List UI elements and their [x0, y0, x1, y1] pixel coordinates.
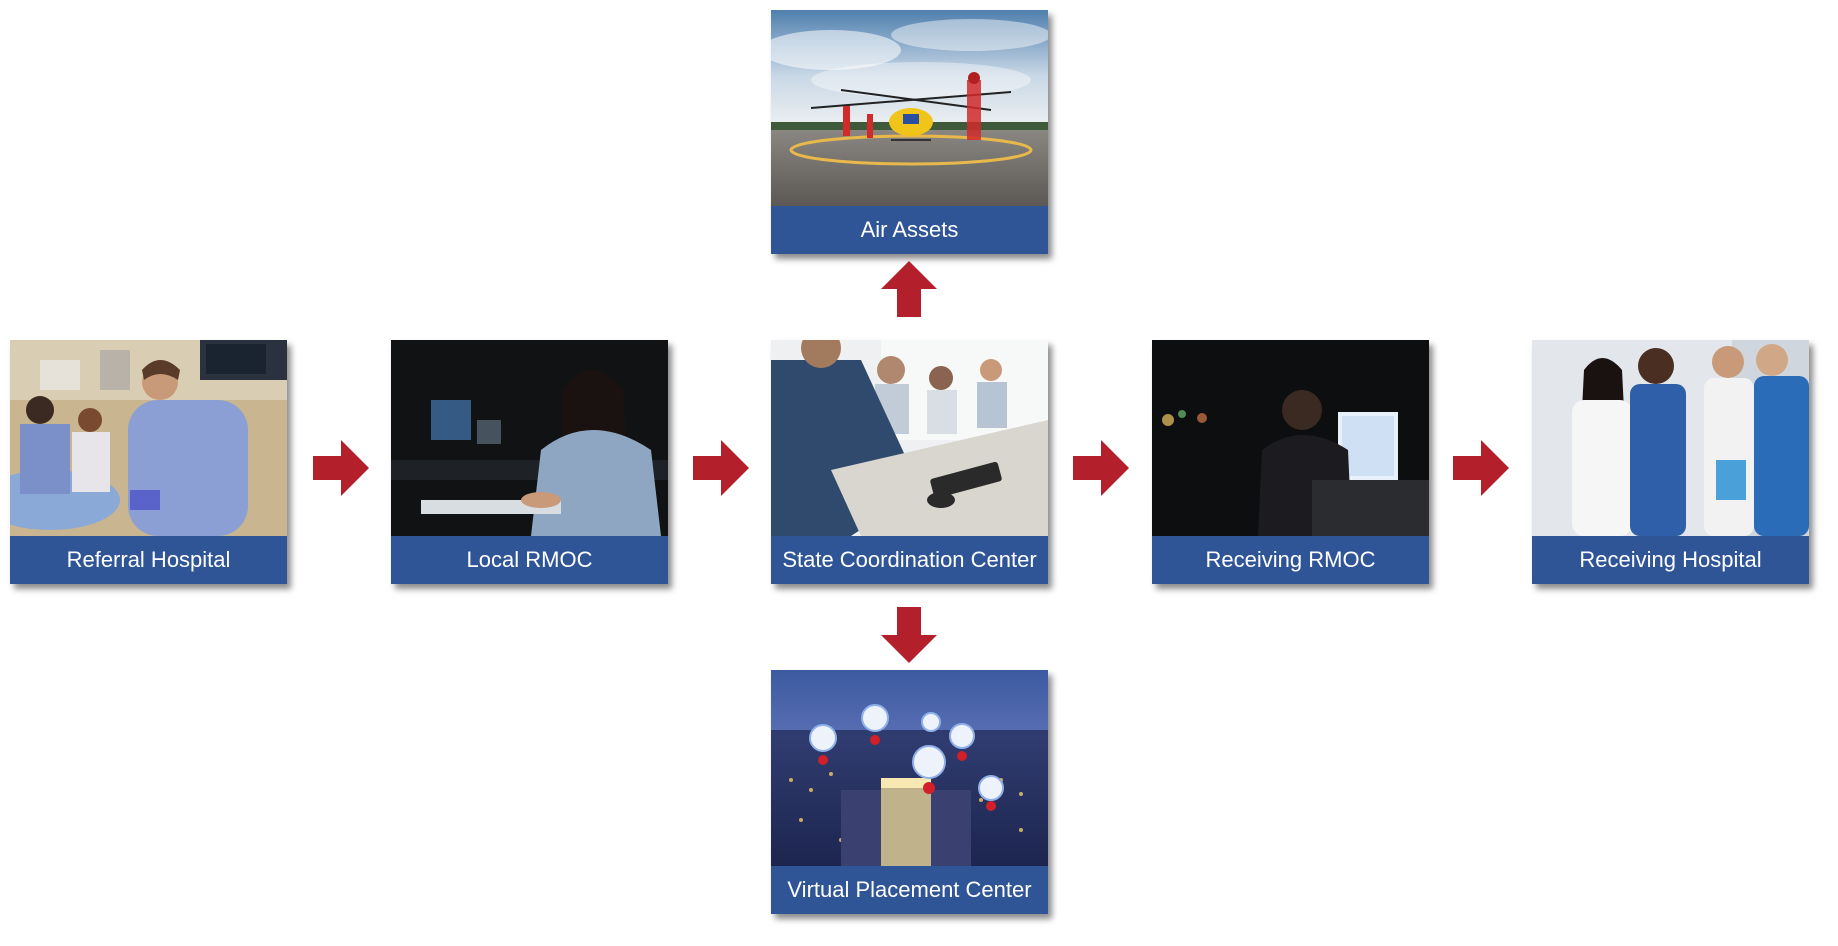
- receiving-rmoc-node: Receiving RMOC: [1152, 340, 1429, 584]
- emergency-room-nurses-photo: [10, 340, 287, 536]
- call-center-office-photo: [771, 340, 1048, 536]
- arrow-up-to-air-assets: [881, 261, 937, 317]
- receiving-hospital-label: Receiving Hospital: [1532, 536, 1809, 584]
- state-coordination-center-label: State Coordination Center: [771, 536, 1048, 584]
- receiving-rmoc-label: Receiving RMOC: [1152, 536, 1429, 584]
- doctors-reviewing-tablet-photo: [1532, 340, 1809, 536]
- receiving-hospital-node: Receiving Hospital: [1532, 340, 1809, 584]
- arrow-down-to-virtual-placement-center: [881, 607, 937, 663]
- air-assets-label: Air Assets: [771, 206, 1048, 254]
- air-assets-node: Air Assets: [771, 10, 1048, 254]
- local-rmoc-node: Local RMOC: [391, 340, 668, 584]
- arrow-right-to-receiving-rmoc: [1073, 440, 1129, 496]
- referral-hospital-node: Referral Hospital: [10, 340, 287, 584]
- arrow-right-to-state-coordination-center: [693, 440, 749, 496]
- arrow-right-to-local-rmoc: [313, 440, 369, 496]
- virtual-placement-center-label: Virtual Placement Center: [771, 866, 1048, 914]
- night-operator-at-monitor-photo: [1152, 340, 1429, 536]
- virtual-placement-center-node: Virtual Placement Center: [771, 670, 1048, 914]
- local-rmoc-label: Local RMOC: [391, 536, 668, 584]
- state-coordination-center-node: State Coordination Center: [771, 340, 1048, 584]
- referral-hospital-label: Referral Hospital: [10, 536, 287, 584]
- arrow-right-to-receiving-hospital: [1453, 440, 1509, 496]
- city-night-map-pins-photo: [771, 670, 1048, 866]
- helicopter-landing-photo: [771, 10, 1048, 206]
- dispatcher-with-headset-photo: [391, 340, 668, 536]
